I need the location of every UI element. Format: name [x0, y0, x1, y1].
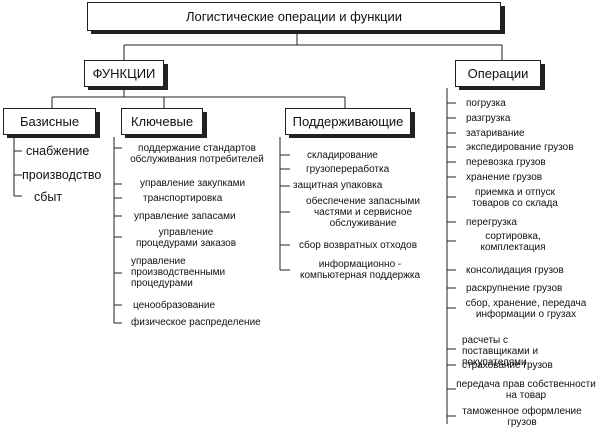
operation-item: приемка и отпуск товаров со склада [472, 187, 558, 209]
support-functions-label: Поддерживающие [292, 114, 404, 129]
basic-item: производство [22, 168, 102, 182]
key-item: управление производственными процедурами [131, 256, 226, 289]
basic-functions-label: Базисные [19, 114, 80, 129]
operation-item: консолидация грузов [466, 265, 564, 276]
operation-item: затаривание [466, 128, 525, 139]
key-functions-box: Ключевые [121, 108, 203, 135]
operation-item: хранение грузов [466, 172, 543, 183]
operation-item: таможенное оформление грузов [462, 406, 582, 428]
support-item: складирование [307, 150, 378, 161]
support-item: грузопереработка [306, 164, 390, 175]
key-item: управление процедурами заказов [135, 227, 237, 249]
functions-box: ФУНКЦИИ [84, 60, 164, 87]
operation-item: передача прав собственности на товар [456, 379, 596, 401]
diagram-title-text: Логистические операции и функции [185, 9, 403, 24]
operation-item: раскрупнение грузов [466, 283, 563, 294]
key-item: управление запасами [134, 211, 236, 222]
basic-item: сбыт [34, 190, 63, 204]
operation-item: сбор, хранение, передача информации о гр… [465, 298, 587, 320]
diagram-title: Логистические операции и функции [87, 2, 501, 31]
basic-functions-box: Базисные [3, 108, 96, 135]
operation-item: сортировка, комплектация [480, 231, 546, 253]
operation-item: страхование грузов [462, 360, 553, 371]
support-item: обеспечение запасными частями и сервисно… [306, 196, 420, 229]
functions-label: ФУНКЦИИ [92, 66, 156, 81]
support-item: сбор возвратных отходов [299, 240, 418, 251]
operations-label: Операции [467, 66, 529, 81]
key-functions-label: Ключевые [130, 114, 194, 129]
key-item: транспортировка [143, 193, 223, 204]
operation-item: погрузка [466, 98, 506, 109]
key-item: управление закупками [140, 178, 246, 189]
operation-item: перевозка грузов [466, 157, 546, 168]
key-item: ценообразование [133, 300, 216, 311]
support-functions-box: Поддерживающие [285, 108, 411, 135]
operations-box: Операции [455, 60, 541, 87]
basic-item: снабжение [26, 144, 90, 158]
key-item: поддержание стандартов обслуживания потр… [130, 143, 264, 165]
support-item: информационно - компьютерная поддержка [299, 259, 421, 281]
support-item: защитная упаковка [293, 180, 383, 191]
operation-item: перегрузка [466, 217, 517, 228]
operation-item: экспедирование грузов [466, 142, 574, 153]
key-item: физическое распределение [131, 317, 261, 328]
operation-item: разгрузка [466, 113, 511, 124]
operation-item: расчеты с поставщиками и покупателями [462, 335, 539, 368]
